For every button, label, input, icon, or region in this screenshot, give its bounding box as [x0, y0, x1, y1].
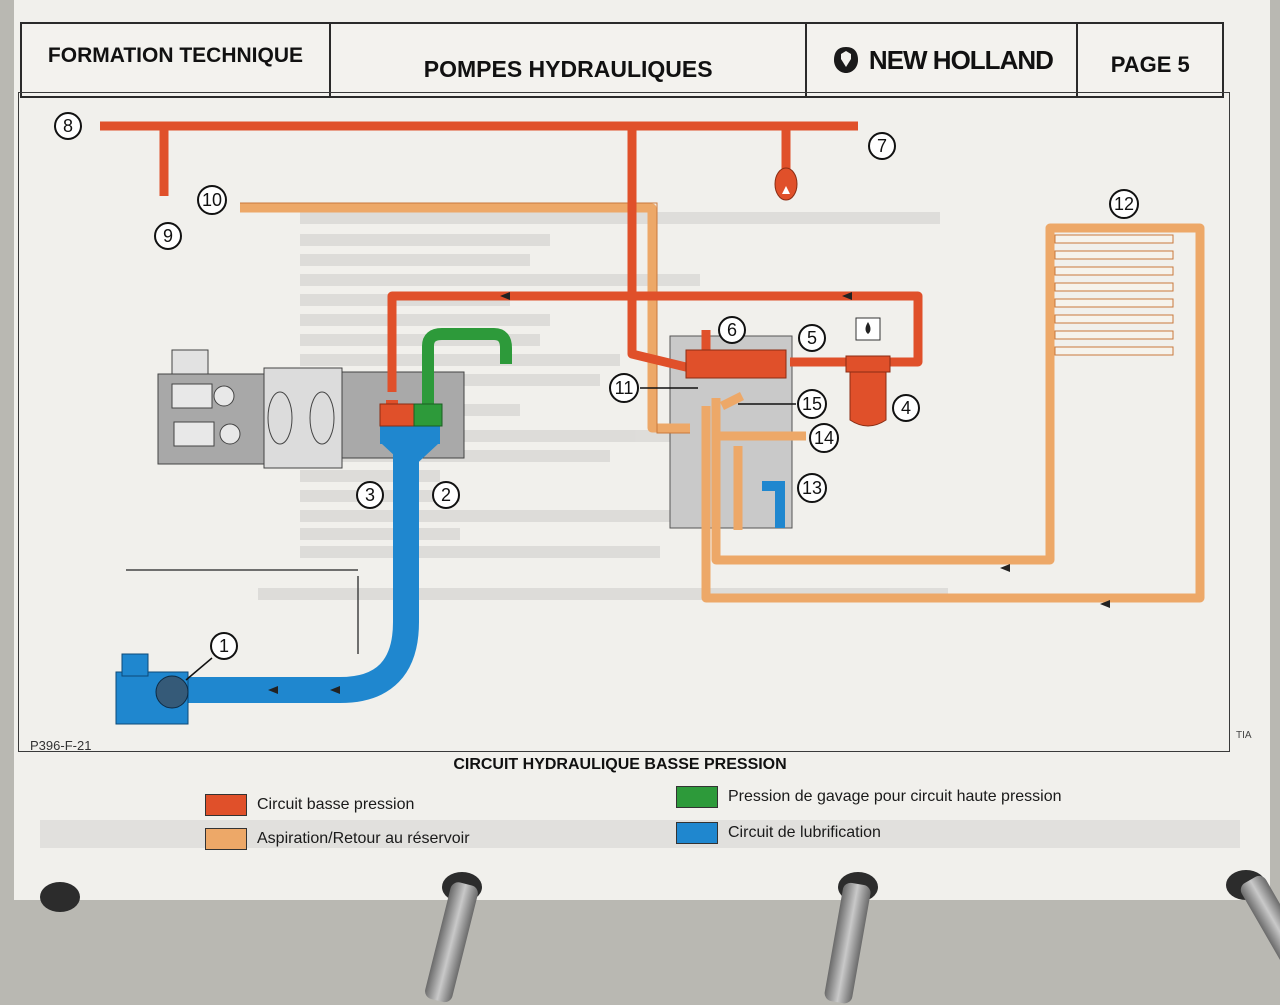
svg-text:8: 8 — [63, 116, 73, 136]
callout-5: 5 — [798, 324, 826, 352]
lubrication-lines — [180, 440, 419, 703]
legend-swatch — [676, 822, 718, 844]
legend-label: Aspiration/Retour au réservoir — [257, 830, 470, 847]
header-section-label: FORMATION TECHNIQUE — [22, 24, 331, 96]
callout-11: 11 — [609, 373, 639, 403]
return-circuit-lines — [240, 203, 1205, 603]
diagram-caption: CIRCUIT HYDRAULIQUE BASSE PRESSION — [453, 756, 787, 773]
svg-text:11: 11 — [615, 378, 634, 398]
callout-15: 15 — [797, 389, 827, 419]
cooler-12 — [1054, 234, 1174, 356]
legend-swatch — [205, 794, 247, 816]
corner-mark: TIA — [1236, 730, 1252, 741]
callout-leaders — [185, 387, 796, 681]
callout-8: 8 — [54, 112, 82, 140]
legend-charge-pressure: Pression de gavage pour circuit haute pr… — [676, 786, 1062, 808]
legend-low-pressure: Circuit basse pression — [205, 794, 414, 816]
svg-text:9: 9 — [163, 226, 173, 246]
svg-text:15: 15 — [802, 394, 822, 414]
svg-text:12: 12 — [1114, 194, 1134, 214]
svg-text:13: 13 — [802, 478, 822, 498]
accumulator-7 — [774, 167, 798, 201]
charge-pressure-lines — [422, 328, 512, 430]
callout-1: 1 — [210, 632, 238, 660]
brand-leaf-icon — [833, 47, 858, 73]
callout-2: 2 — [432, 481, 460, 509]
svg-text:6: 6 — [727, 320, 737, 340]
legend-label: Circuit basse pression — [257, 796, 415, 813]
pump-inlet-funnel — [382, 444, 438, 470]
page-header: FORMATION TECHNIQUE POMPES HYDRAULIQUES … — [20, 22, 1224, 98]
svg-text:1: 1 — [219, 636, 229, 656]
svg-text:7: 7 — [877, 136, 887, 156]
legend-swatch — [205, 828, 247, 850]
svg-text:4: 4 — [901, 398, 911, 418]
legend-swatch — [676, 786, 718, 808]
pump-gears — [379, 403, 443, 427]
svg-text:5: 5 — [807, 328, 817, 348]
callout-13: 13 — [797, 473, 827, 503]
legend-label: Circuit de lubrification — [728, 824, 881, 841]
legend-return: Aspiration/Retour au réservoir — [205, 828, 470, 850]
callout-3: 3 — [356, 481, 384, 509]
legend-label: Pression de gavage pour circuit haute pr… — [728, 788, 1062, 805]
callout-14: 14 — [809, 423, 839, 453]
callout-10: 10 — [197, 185, 227, 215]
binder-hole — [40, 882, 80, 912]
svg-text:14: 14 — [814, 428, 834, 448]
callout-6: 6 — [718, 316, 746, 344]
callout-4: 4 — [892, 394, 920, 422]
svg-text:2: 2 — [441, 485, 451, 505]
brand-name: NEW HOLLAND — [868, 44, 1054, 75]
header-title: POMPES HYDRAULIQUES — [331, 24, 808, 96]
drawing-reference: P396-F-21 — [30, 738, 92, 753]
low-pressure-lines — [100, 121, 923, 392]
callout-12: 12 — [1109, 189, 1139, 219]
callout-9: 9 — [154, 222, 182, 250]
legend-lubrication: Circuit de lubrification — [676, 822, 881, 844]
lubrication-valve-13 — [762, 481, 785, 528]
filter-4 — [845, 317, 891, 427]
accumulator-icon — [782, 186, 790, 194]
callout-7: 7 — [868, 132, 896, 160]
diagram-frame — [18, 92, 1230, 752]
component-callouts: 8 7 10 9 12 6 5 11 4 15 14 13 3 2 1 — [54, 112, 1139, 660]
svg-text:3: 3 — [365, 485, 375, 505]
hydraulic-diagram: 8 7 10 9 12 6 5 11 4 15 14 13 3 2 1 — [40, 112, 1240, 848]
pump-inlet — [380, 426, 440, 444]
svg-text:10: 10 — [202, 190, 222, 210]
valve-5 — [685, 349, 787, 379]
reservoir-1 — [115, 569, 359, 725]
flow-arrows — [268, 292, 1110, 694]
page-number: PAGE 5 — [1110, 52, 1190, 77]
return-circuit-outline — [240, 202, 690, 434]
brand-logo: NEW HOLLAND — [807, 24, 1079, 96]
